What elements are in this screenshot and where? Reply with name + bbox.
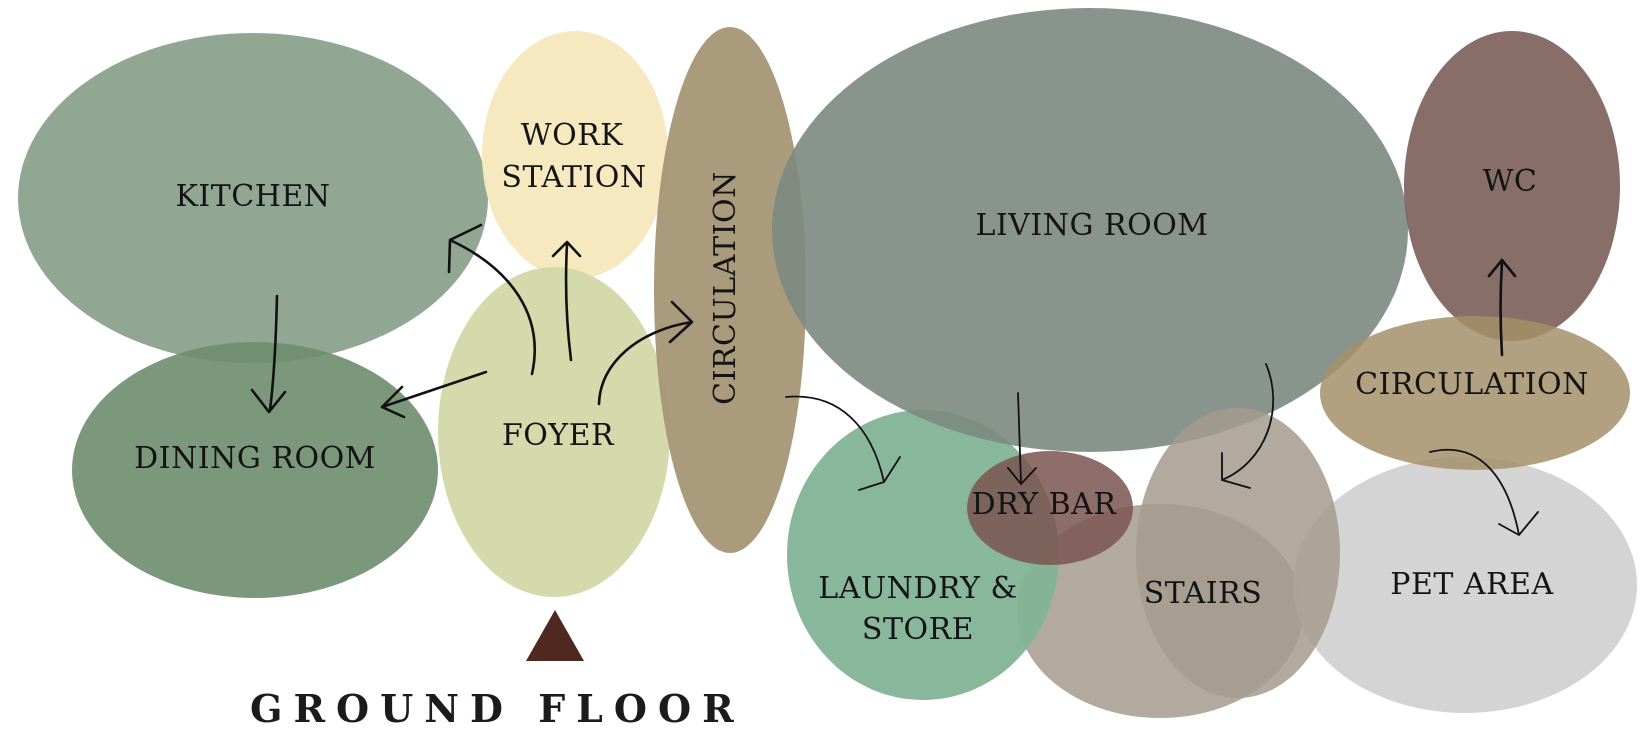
label-pet-area: PET AREA [1390, 567, 1553, 602]
label-wc: WC [1483, 164, 1538, 199]
label-stairs: STAIRS [1144, 576, 1263, 611]
arrow-kitchen-to-dining [250, 294, 287, 414]
label-living-room: LIVING ROOM [975, 208, 1208, 243]
label-laundry-store-line1: LAUNDRY & [818, 571, 1017, 606]
zone-wc [1404, 31, 1620, 341]
label-laundry-store-line2: STORE [862, 612, 974, 647]
label-kitchen: KITCHEN [175, 179, 330, 214]
arrow-foyer-to-kitchen [447, 223, 536, 376]
label-foyer: FOYER [502, 418, 615, 453]
arrow-living-to-drybar [1007, 392, 1037, 485]
arrow-foyer-to-workstation [551, 240, 582, 362]
arrow-circulation-to-wc [1487, 258, 1517, 357]
arrow-living-to-stairs [1221, 363, 1275, 489]
label-work-station-line1: WORK [521, 118, 624, 153]
zone-work-station [482, 31, 668, 279]
label-circulation-main: CIRCULATION [708, 171, 743, 405]
arrow-foyer-to-circulation [597, 300, 694, 406]
zone-circulation-main [654, 27, 806, 553]
zone-stairs [1136, 408, 1340, 698]
label-circulation-secondary: CIRCULATION [1355, 367, 1589, 402]
entrance-marker-icon [526, 610, 584, 661]
zone-circulation-secondary [1320, 316, 1630, 470]
zone-kitchen [18, 33, 488, 363]
zone-dining-room [72, 342, 438, 598]
zone-dry-bar [967, 451, 1133, 565]
label-dry-bar: DRY BAR [972, 487, 1118, 522]
label-dining-room: DINING ROOM [134, 441, 376, 476]
label-work-station-line2: STATION [501, 160, 646, 195]
zone-living-room [772, 8, 1408, 452]
arrow-circulation-to-laundry [785, 395, 901, 491]
zone-pet-area [1293, 457, 1637, 713]
arrow-foyer-to-dining [380, 370, 488, 419]
arrow-circulation-to-pet-area [1429, 448, 1539, 536]
zone-foyer [438, 267, 670, 597]
floor-title: GROUND FLOOR [250, 686, 745, 731]
